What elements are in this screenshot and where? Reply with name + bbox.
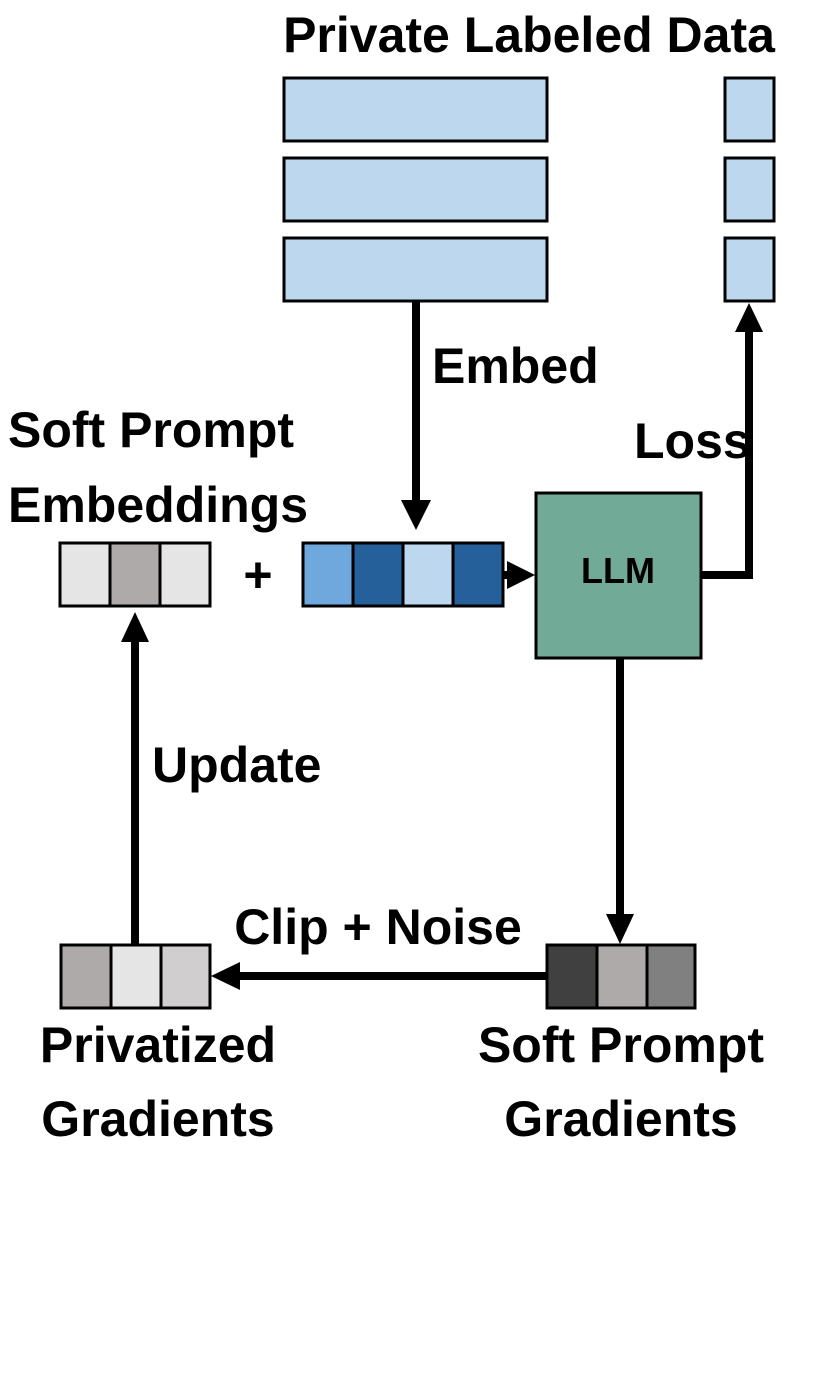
data-input-row	[282, 76, 549, 143]
soft-prompt-cell	[108, 541, 162, 608]
privatized-gradient-cells	[59, 943, 212, 1010]
soft-prompt-gradients-label-line2: Gradients	[504, 1091, 737, 1147]
data-label-cell	[723, 76, 776, 143]
update-label: Update	[152, 737, 321, 793]
private-data-labels	[723, 76, 776, 303]
embed-arrow	[401, 301, 431, 530]
gradient-cell	[645, 943, 697, 1010]
plus-sign: +	[243, 547, 272, 603]
soft-prompt-embeddings-label-line2: Embeddings	[8, 477, 308, 533]
data-label-cell	[723, 236, 776, 303]
loss-label: Loss	[634, 413, 751, 469]
embedded-token-cells	[301, 541, 505, 608]
soft-prompt-cell	[158, 541, 212, 608]
embed-label: Embed	[432, 338, 599, 394]
private-labeled-data-title: Private Labeled Data	[283, 7, 776, 63]
gradient-cell	[545, 943, 599, 1010]
update-arrow	[121, 612, 149, 945]
clip-noise-label: Clip + Noise	[234, 899, 522, 955]
backprop-arrow	[606, 658, 634, 944]
soft-prompt-embeddings-label-line1: Soft Prompt	[8, 402, 294, 458]
llm-label: LLM	[581, 550, 655, 591]
private-data-inputs	[282, 76, 549, 303]
token-embedding-cell	[401, 541, 455, 608]
privatized-gradient-cell	[59, 943, 113, 1010]
privatized-gradients-label-line1: Privatized	[40, 1017, 276, 1073]
input-to-llm-arrow	[503, 561, 535, 589]
soft-prompt-cell	[58, 541, 112, 608]
soft-prompt-embedding-cells	[58, 541, 212, 608]
privatized-gradient-cell	[109, 943, 163, 1010]
llm-box	[534, 491, 703, 660]
loss-arrow	[701, 303, 763, 579]
token-embedding-cell	[301, 541, 355, 608]
soft-prompt-gradient-cells	[545, 943, 697, 1010]
soft-prompt-gradients-label-line1: Soft Prompt	[478, 1017, 764, 1073]
token-embedding-cell	[351, 541, 405, 608]
data-input-row	[282, 156, 549, 223]
privatized-gradient-cell	[159, 943, 212, 1010]
data-input-row	[282, 236, 549, 303]
clip-noise-arrow	[211, 962, 547, 990]
data-label-cell	[723, 156, 776, 223]
privatized-gradients-label-line2: Gradients	[41, 1091, 274, 1147]
token-embedding-cell	[451, 541, 505, 608]
gradient-cell	[595, 943, 649, 1010]
